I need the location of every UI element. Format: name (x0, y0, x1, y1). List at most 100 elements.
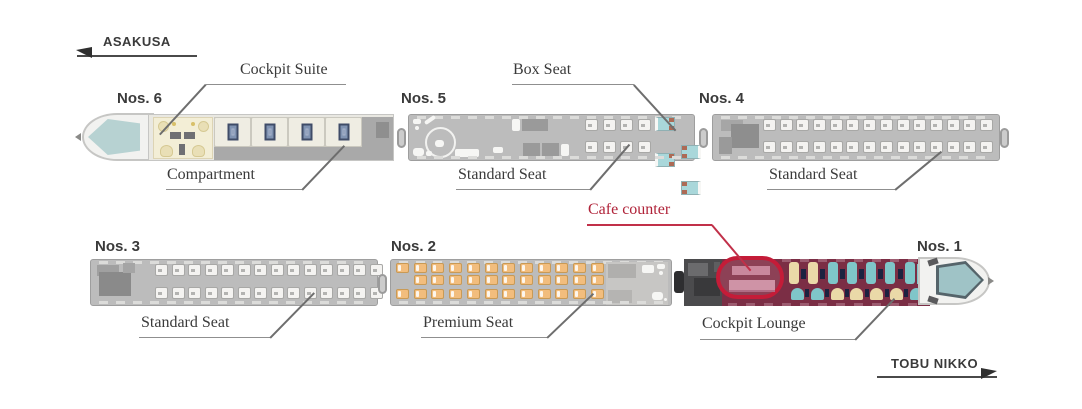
premium-seat (555, 275, 569, 285)
car-label-1: Nos. 1 (917, 238, 963, 255)
premium-seat (555, 263, 569, 273)
standard-seat (287, 287, 301, 299)
standard-seat (913, 119, 927, 131)
standard-seat (585, 119, 598, 131)
standard-seat (846, 119, 860, 131)
table (523, 143, 540, 156)
annotation-premium-seat: Premium Seat (423, 314, 514, 331)
suite-sofa (160, 145, 173, 157)
compartment-bed (338, 123, 349, 141)
premium-seat (590, 263, 604, 273)
premium-seat (520, 275, 534, 285)
car-label-6: Nos. 6 (117, 90, 163, 107)
standard-seat (896, 141, 910, 153)
compartment-room (252, 118, 287, 146)
standard-seat (913, 141, 927, 153)
standard-seat (188, 264, 202, 276)
lounge-table (878, 268, 884, 279)
standard-seat (879, 119, 893, 131)
standard-seat (979, 141, 993, 153)
box-seat (655, 153, 675, 167)
car4-standard-seats-row (763, 141, 993, 153)
left-arrow-icon (76, 47, 92, 58)
washstand (415, 126, 419, 130)
standard-seat (929, 141, 943, 153)
car-label-5: Nos. 5 (401, 90, 447, 107)
vestibule-fixture (123, 263, 135, 273)
vestibule-fixture (731, 124, 759, 148)
lounge-wall (728, 303, 924, 306)
premium-seat (520, 263, 534, 273)
standard-seat (763, 141, 776, 153)
premium-seat-pair (520, 263, 534, 286)
standard-seat (946, 141, 960, 153)
table (542, 143, 559, 156)
lounge-sofa (885, 262, 896, 284)
facility-icon (664, 298, 667, 301)
lounge-table (825, 289, 830, 297)
annotation-underline (206, 84, 346, 85)
premium-seat (537, 275, 551, 285)
annotation-underline (587, 224, 712, 226)
premium-seat (396, 263, 409, 273)
car6-cockpit-suite-room (153, 117, 213, 159)
luggage-area (608, 264, 636, 278)
premium-seat-pair (555, 263, 569, 286)
lounge-pod-seat (850, 288, 864, 300)
vestibule-fixture (99, 272, 131, 296)
washstand (426, 151, 432, 156)
compartment-room (215, 118, 250, 146)
toilet (413, 148, 424, 156)
toilet (435, 140, 444, 147)
premium-seat (413, 275, 427, 285)
lounge-table (805, 289, 810, 297)
direction-label-asakusa: ASAKUSA (103, 34, 171, 49)
car1-service-area (684, 259, 722, 306)
standard-seat (369, 264, 383, 276)
gangway-connector (674, 271, 684, 293)
standard-seat (929, 119, 943, 131)
compartment-room (326, 118, 361, 146)
compartment-bed (264, 123, 275, 141)
standard-seat (813, 141, 827, 153)
premium-seat (573, 289, 587, 299)
vestibule-fixture (719, 137, 732, 154)
lounge-table (897, 268, 903, 279)
bench-seat (512, 119, 520, 131)
lounge-table (839, 268, 845, 279)
lounge-pod-seat (810, 288, 824, 300)
standard-seat (287, 264, 301, 276)
standard-seat (637, 119, 651, 131)
premium-seat-pair (431, 263, 445, 286)
standard-seat (353, 287, 367, 299)
suite-chair (198, 121, 209, 132)
premium-seat (484, 275, 498, 285)
luggage-area (608, 290, 632, 303)
premium-seat-pair (590, 263, 604, 286)
gangway-connector (378, 274, 387, 294)
car-label-4: Nos. 4 (699, 90, 745, 107)
lounge-sofa (866, 262, 877, 284)
premium-seat (502, 289, 516, 299)
annotation-cockpit-lounge: Cockpit Lounge (702, 315, 806, 332)
standard-seat (979, 119, 993, 131)
premium-seat (449, 275, 463, 285)
gangway-connector (1000, 128, 1009, 148)
standard-seat (254, 264, 268, 276)
annotation-underline (512, 84, 634, 85)
suite-lamp (172, 122, 176, 126)
lounge-pod-seat (890, 288, 904, 300)
annotation-underline (456, 189, 590, 190)
standard-seat (188, 287, 202, 299)
service-fixture (714, 262, 720, 272)
premium-seat-pair (396, 263, 409, 286)
car2-body (390, 259, 672, 306)
standard-seat (779, 141, 793, 153)
lounge-sofa (808, 262, 819, 284)
premium-seat (484, 263, 498, 273)
premium-seat-pair (484, 263, 498, 286)
premium-seat (520, 289, 534, 299)
car1-lounge-pods-row (791, 286, 923, 300)
standard-seat (353, 264, 367, 276)
